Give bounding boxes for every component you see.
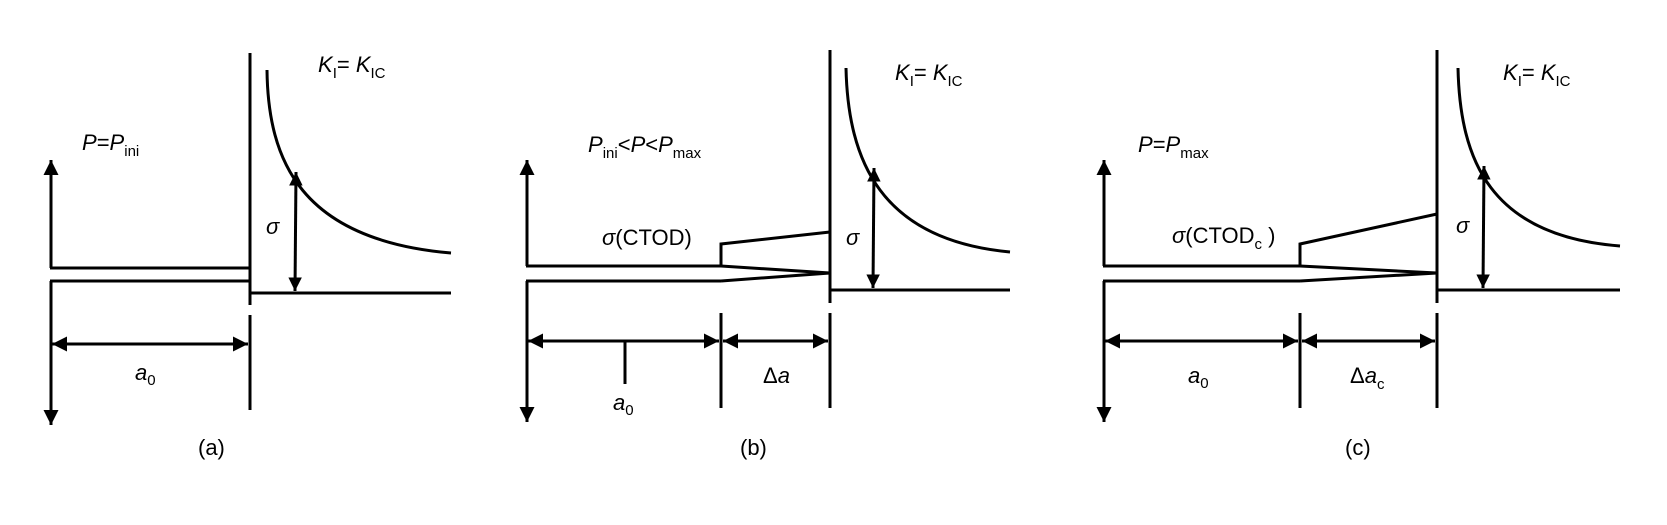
sigma-arrow bbox=[866, 167, 881, 289]
cohesive-stress-profile bbox=[1298, 212, 1438, 266]
a0-label: a0 bbox=[1188, 363, 1209, 392]
fpz-lower-face bbox=[720, 271, 831, 283]
load-label: P=Pmax bbox=[1138, 132, 1209, 162]
fpz-lower-face bbox=[1299, 271, 1438, 283]
stress-curve bbox=[265, 69, 452, 255]
delta-a-label: Δa bbox=[763, 363, 790, 388]
fpz-upper-face bbox=[1299, 264, 1438, 275]
delta-ac-label: Δac bbox=[1350, 363, 1385, 393]
panel-b: Pini<P<Pmax KI= KIC σ(CTOD) σ a0 Δa (b) bbox=[519, 50, 1011, 460]
load-label: Pini<P<Pmax bbox=[588, 132, 702, 162]
caption-b: (b) bbox=[740, 435, 767, 460]
a0-label: a0 bbox=[135, 360, 156, 389]
sigma-label: σ bbox=[266, 214, 280, 239]
sigma-arrow bbox=[1476, 165, 1491, 289]
sigma-label: σ bbox=[1456, 213, 1470, 238]
k-label: KI= KIC bbox=[1503, 60, 1571, 90]
load-label: P=Pini bbox=[82, 130, 139, 160]
caption-c: (c) bbox=[1345, 435, 1371, 460]
cohesive-stress-profile bbox=[719, 230, 831, 266]
k-label: KI= KIC bbox=[895, 60, 963, 90]
sigma-label: σ bbox=[846, 225, 860, 250]
a0-label: a0 bbox=[613, 390, 634, 419]
stress-curve bbox=[844, 67, 1011, 254]
caption-a: (a) bbox=[198, 435, 225, 460]
sigma-arrow bbox=[288, 171, 303, 292]
ctod-label: σ(CTOD) bbox=[602, 225, 692, 250]
stress-curve bbox=[1456, 67, 1621, 248]
fpz-upper-face bbox=[720, 264, 831, 275]
panel-c: P=Pmax KI= KIC σ(CTODc ) σ a0 Δac (c) bbox=[1096, 50, 1621, 460]
k-label: KI= KIC bbox=[318, 52, 386, 82]
ctod-label: σ(CTODc ) bbox=[1172, 223, 1276, 253]
panel-a: P=Pini KI= KIC σ a0 (a) bbox=[43, 52, 452, 460]
